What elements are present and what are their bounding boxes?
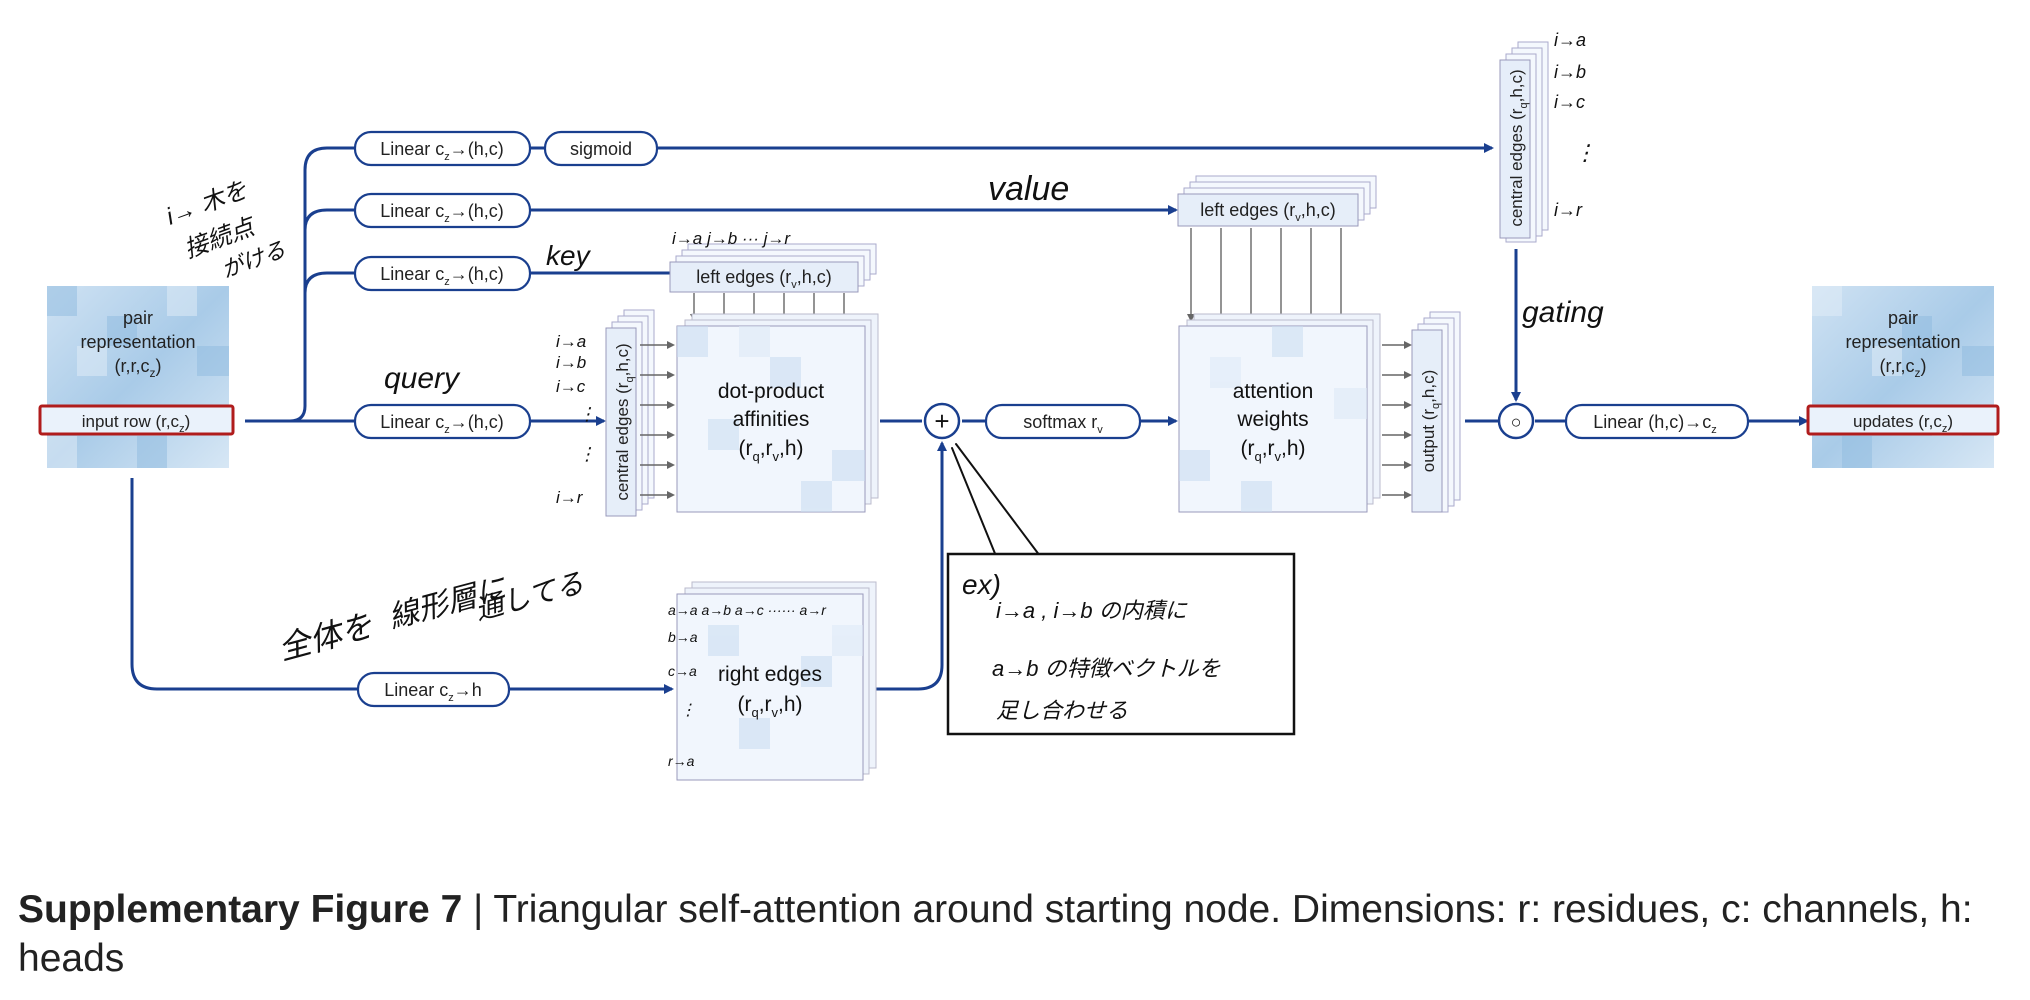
- input-row-label: input row (r,cz): [82, 412, 190, 435]
- svg-text:(rq,rv,h): (rq,rv,h): [738, 437, 803, 464]
- gating-annotation: gating: [1522, 296, 1604, 329]
- gate-dots: ⋮: [1574, 140, 1596, 165]
- updates-label: updates (r,cz): [1853, 412, 1953, 435]
- annotation-box: ex) i→a , i→b の内積に a→b の特徴ベクトルを 足し合わせる: [946, 552, 1296, 736]
- svg-text:central edges (rq,h,c): central edges (rq,h,c): [1507, 69, 1530, 226]
- gate-idx-c: i→c: [1554, 92, 1585, 112]
- query-idx-r: i→r: [556, 488, 584, 507]
- updates-highlight: [1806, 404, 2000, 436]
- pair-in-line2: representation: [80, 332, 195, 352]
- gate-idx-b: i→b: [1554, 62, 1586, 82]
- key-annotation: key: [546, 240, 592, 271]
- right-idx-r: r→a: [668, 753, 695, 769]
- svg-text:+: +: [934, 406, 949, 436]
- svg-text:dot-product: dot-product: [718, 380, 824, 403]
- dot-product-matrix: dot-product affinities (rq,rv,h): [676, 313, 879, 513]
- pair-out-line2: representation: [1845, 332, 1960, 352]
- svg-text:output (rq,h,c): output (rq,h,c): [1419, 370, 1442, 473]
- callout-lines: [951, 443, 1041, 557]
- svg-text:Linear cz→(h,c): Linear cz→(h,c): [380, 412, 504, 436]
- pair-in-line1: pair: [123, 308, 153, 328]
- svg-text:sigmoid: sigmoid: [570, 139, 632, 159]
- gate-idx-a: i→a: [1554, 30, 1586, 50]
- central-to-dot-arrows: [640, 341, 675, 499]
- attention-weights-matrix: attention weights (rq,rv,h): [1178, 313, 1381, 513]
- svg-text:Linear (h,c)→cz: Linear (h,c)→cz: [1593, 412, 1717, 436]
- flow-lines: [130, 143, 1809, 694]
- pair-representation-input: pair representation (r,r,cz) input row (…: [38, 286, 235, 468]
- right-top-indices: a→a a→b a→c ······ a→r: [668, 602, 827, 618]
- softmax: softmax rv: [984, 403, 1142, 440]
- central-edges-gating: central edges (rq,h,c): [1499, 41, 1549, 243]
- svg-text:Linear cz→h: Linear cz→h: [384, 680, 482, 704]
- svg-text:central edges (rq,h,c): central edges (rq,h,c): [613, 343, 636, 500]
- svg-text:weights: weights: [1236, 408, 1308, 431]
- svg-text:Linear cz→(h,c): Linear cz→(h,c): [380, 264, 504, 288]
- caption-label: Supplementary Figure 7: [18, 888, 463, 931]
- left-edges-key: left edges (rv,h,c): [669, 243, 877, 293]
- right-edges-matrix: right edges (rq,rv,h): [676, 581, 877, 781]
- right-idx-c: c→a: [668, 663, 697, 679]
- output-edges: output (rq,h,c): [1411, 311, 1461, 513]
- svg-text:attention: attention: [1233, 380, 1314, 403]
- svg-text:Linear cz→(h,c): Linear cz→(h,c): [380, 139, 504, 163]
- linear-out: Linear (h,c)→cz: [1564, 403, 1750, 440]
- central-edges-query: central edges (rq,h,c): [605, 309, 655, 517]
- value-annotation: value: [988, 170, 1069, 208]
- pair-in-line3: (r,r,cz): [115, 356, 162, 380]
- query-annotation: query: [384, 362, 461, 395]
- query-dots-1: ⋮: [578, 404, 596, 424]
- left-edges-value: left edges (rv,h,c): [1177, 175, 1377, 227]
- linear-3: Linear cz→(h,c): [353, 255, 532, 292]
- pair-out-line3: (r,r,cz): [1880, 356, 1927, 380]
- pair-out-line1: pair: [1888, 308, 1918, 328]
- attn-to-output-arrows: [1382, 341, 1412, 499]
- box-line-2: i→a , i→b の内積に: [996, 598, 1188, 623]
- key-top-indices: i→a j→b ··· j→r: [672, 229, 791, 248]
- sigmoid: sigmoid: [543, 130, 659, 167]
- linear-4: Linear cz→(h,c): [353, 403, 532, 440]
- figure-caption: Supplementary Figure 7 | Triangular self…: [18, 885, 2008, 983]
- right-dots: ⋮: [680, 702, 696, 719]
- left-note-1: 全体を: [274, 607, 376, 667]
- gating-node: ○: [1497, 402, 1535, 440]
- linear-5: Linear cz→h: [356, 671, 511, 708]
- linear-1: Linear cz→(h,c): [353, 130, 532, 167]
- svg-text:softmax rv: softmax rv: [1023, 412, 1103, 436]
- plus-node: +: [923, 402, 961, 440]
- svg-text:(rq,rv,h): (rq,rv,h): [1240, 437, 1305, 464]
- svg-text:affinities: affinities: [733, 408, 810, 431]
- svg-text:left edges (rv,h,c): left edges (rv,h,c): [1200, 200, 1336, 224]
- pair-representation-output: pair representation (r,r,cz) updates (r,…: [1806, 286, 2000, 468]
- box-line-1: ex): [962, 569, 1001, 600]
- query-idx-c: i→c: [556, 377, 586, 396]
- input-row-highlight: [38, 404, 235, 436]
- right-idx-b: b→a: [668, 629, 698, 645]
- box-line-3: a→b の特徴ベクトルを: [992, 656, 1221, 681]
- svg-text:right edges: right edges: [718, 663, 822, 686]
- query-idx-a: i→a: [556, 332, 586, 351]
- caption-text: Triangular self-attention around startin…: [18, 888, 1973, 980]
- linear-2: Linear cz→(h,c): [353, 192, 532, 229]
- svg-text:Linear cz→(h,c): Linear cz→(h,c): [380, 201, 504, 225]
- svg-text:(rq,rv,h): (rq,rv,h): [737, 693, 802, 720]
- value-to-attn-arrows: [1187, 228, 1345, 322]
- svg-text:left edges (rv,h,c): left edges (rv,h,c): [696, 267, 832, 291]
- caption-separator: |: [462, 888, 494, 931]
- svg-text:○: ○: [1511, 412, 1522, 432]
- box-line-4: 足し合わせる: [996, 698, 1128, 723]
- query-dots-2: ⋮: [578, 444, 596, 464]
- gate-idx-r: i→r: [1554, 200, 1583, 220]
- query-idx-b: i→b: [556, 353, 586, 372]
